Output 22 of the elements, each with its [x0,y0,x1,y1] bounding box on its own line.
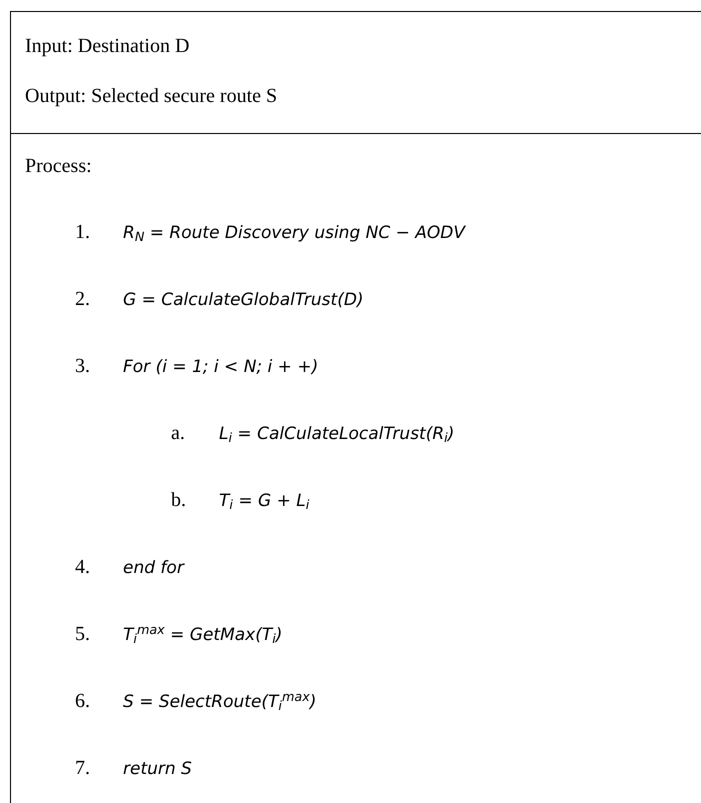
step-formula: T$_{i}$$^{max}$ = GetMax(T$_{i}$) [123,623,282,647]
step-formula: L$_{i}$ = CalCulateLocalTrust(R$_{i}$) [219,423,454,446]
step-formula: R$_{N}$ = Route Discovery using NC − AODV [123,222,466,245]
process-heading: Process: [25,154,92,178]
io-text: Input: Destination D [25,34,190,58]
step-formula: For (i = 1; i < N; i + +) [123,356,318,379]
step-formula: T$_{i}$ = G + L$_{i}$ [219,490,310,513]
step-formula: end for [123,557,184,580]
step-number: 2. [75,287,91,311]
step-number: 6. [75,689,91,713]
step-number: a. [171,421,186,445]
step-formula: return S [123,758,192,781]
step-number: b. [171,488,187,512]
step-number: 3. [75,354,91,378]
step-formula: S = SelectRoute(T$_{i}$$^{max}$) [123,690,316,714]
step-formula: G = CalculateGlobalTrust(D) [123,289,364,312]
input-output-box [10,11,701,134]
step-number: 1. [75,220,91,244]
io-text: Output: Selected secure route S [25,84,278,108]
step-number: 5. [75,622,91,646]
step-number: 4. [75,555,91,579]
step-number: 7. [75,756,91,780]
